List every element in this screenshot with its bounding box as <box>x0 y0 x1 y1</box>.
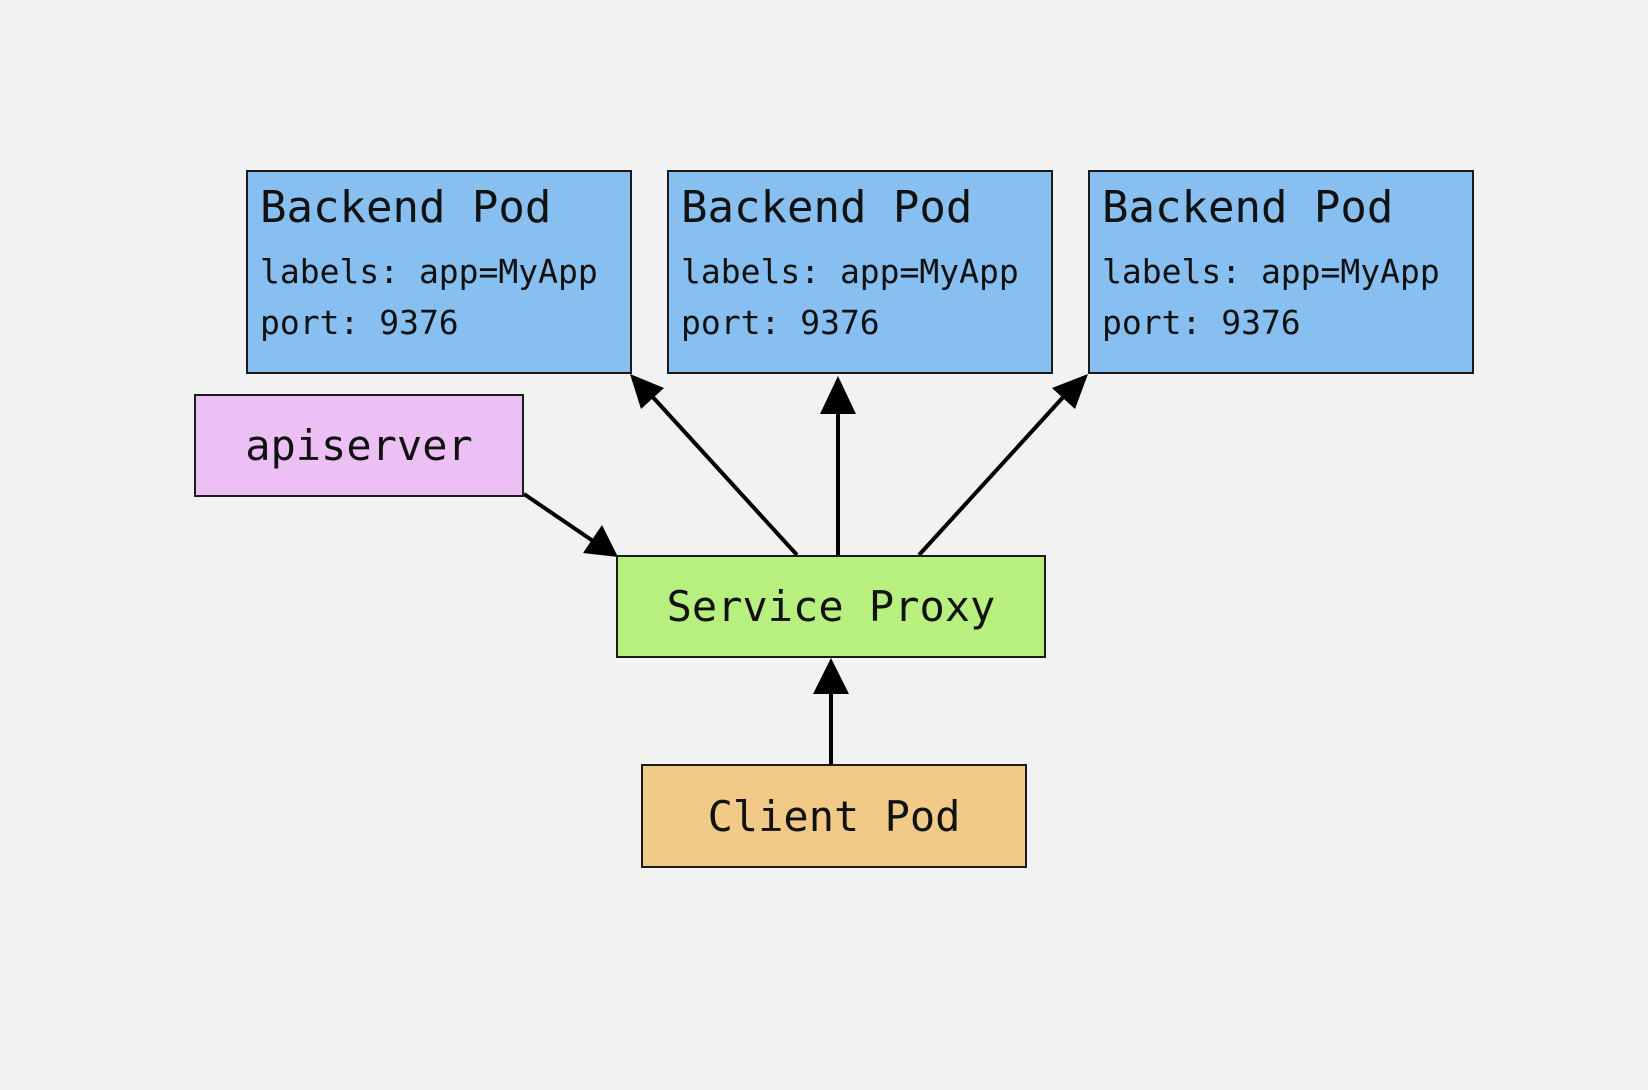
node-labels-text: labels: app=MyApp <box>1102 252 1440 291</box>
arrowhead-icon <box>820 376 856 414</box>
arrowhead-icon <box>630 374 664 409</box>
node-labels-text: labels: app=MyApp <box>681 252 1019 291</box>
service-proxy-label: Service Proxy <box>666 582 996 631</box>
edge-apiserver-to-service-proxy <box>522 492 595 543</box>
edge-service-proxy-to-backend-3 <box>917 392 1068 557</box>
node-port-text: port: 9376 <box>1102 303 1301 342</box>
client-pod-label: Client Pod <box>707 791 961 841</box>
node-title: Backend Pod <box>681 182 973 233</box>
arrowhead-icon <box>583 525 618 557</box>
node-title: Backend Pod <box>260 182 552 233</box>
edge-service-proxy-to-backend-1 <box>648 392 799 557</box>
service-proxy-node: Service Proxy <box>616 555 1046 658</box>
backend-pod-node: Backend Pod labels: app=MyApp port: 9376 <box>667 170 1053 374</box>
apiserver-node: apiserver <box>194 394 524 497</box>
arrowhead-icon <box>1052 374 1088 409</box>
node-title: Backend Pod <box>1102 182 1394 233</box>
client-pod-node: Client Pod <box>641 764 1027 868</box>
apiserver-label: apiserver <box>245 421 473 470</box>
backend-pod-node: Backend Pod labels: app=MyApp port: 9376 <box>246 170 632 374</box>
backend-pod-node: Backend Pod labels: app=MyApp port: 9376 <box>1088 170 1474 374</box>
node-port-text: port: 9376 <box>681 303 880 342</box>
arrowhead-icon <box>813 658 849 694</box>
node-port-text: port: 9376 <box>260 303 459 342</box>
node-labels-text: labels: app=MyApp <box>260 252 598 291</box>
